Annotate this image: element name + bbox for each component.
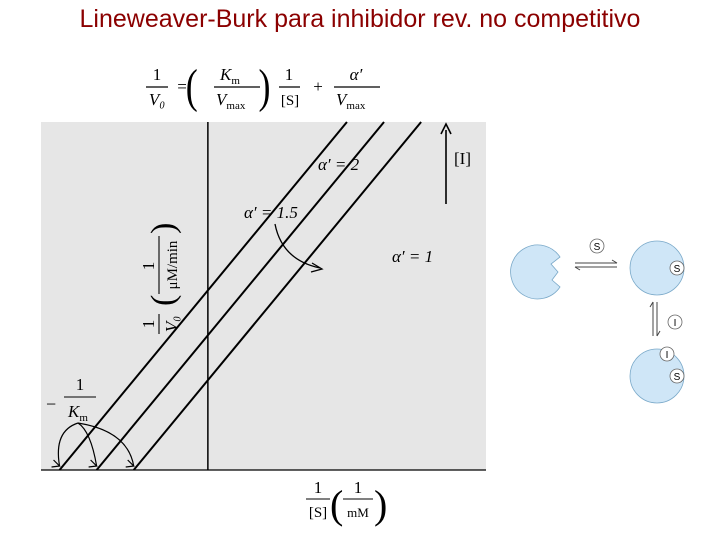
eq-km: Km bbox=[219, 65, 240, 87]
y-axis-label: 1 V₀ ( 1 μM/min ) bbox=[139, 223, 182, 334]
svg-text:[S]: [S] bbox=[309, 505, 327, 521]
svg-text:1: 1 bbox=[314, 478, 323, 497]
intercept-arrows bbox=[51, 422, 135, 468]
series-line-1 bbox=[58, 121, 348, 471]
svg-text:μM/min: μM/min bbox=[165, 240, 181, 289]
svg-text:S: S bbox=[674, 264, 681, 275]
series-line-3 bbox=[132, 121, 422, 471]
svg-text:(: ( bbox=[186, 60, 198, 113]
substrate-label: S bbox=[594, 242, 601, 253]
eq-one: 1 bbox=[285, 65, 294, 84]
svg-text:V₀: V₀ bbox=[162, 316, 181, 332]
series-label-alpha-1.5: α′ = 1.5 bbox=[244, 203, 298, 222]
svg-text:): ) bbox=[145, 223, 182, 234]
x-intercept-label: − 1 Km bbox=[46, 375, 96, 424]
bound-substrate-esi bbox=[669, 368, 685, 384]
svg-text:S: S bbox=[674, 372, 681, 383]
equation: 1 V₀ = ( Km Vmax ) 1 [S] + α′ Vmax bbox=[146, 60, 380, 113]
intercept-pointer-1 bbox=[57, 422, 79, 467]
intercept-pointer-3 bbox=[77, 422, 135, 467]
x-axis-label: 1 [S] ( 1 mM ) bbox=[306, 478, 387, 527]
svg-text:1: 1 bbox=[139, 262, 158, 271]
eq-lhs-den: V₀ bbox=[149, 90, 165, 109]
eq-s: [S] bbox=[281, 93, 299, 109]
lineweaver-burk-chart: [I] α′ = 2 α′ = 1.5 α′ = 1 1 V₀ ( 1 μM/m… bbox=[41, 121, 486, 527]
intercept-pointer-head-3 bbox=[125, 459, 135, 468]
slide-title: Lineweaver-Burk para inhibidor rev. no c… bbox=[79, 5, 641, 33]
eq-alpha: α′ bbox=[350, 65, 363, 84]
eq-lhs-num: 1 bbox=[153, 65, 162, 84]
substrate-molecule bbox=[589, 238, 605, 254]
svg-text:I: I bbox=[666, 350, 669, 361]
enzyme-inhibition-diagram: S S I I S bbox=[510, 238, 685, 404]
svg-text:(: ( bbox=[330, 482, 343, 527]
series-label-alpha-1: α′ = 1 bbox=[392, 247, 433, 266]
inhibitor-arrow-head bbox=[440, 122, 452, 135]
bound-substrate bbox=[669, 260, 685, 276]
svg-text:Km: Km bbox=[67, 402, 88, 424]
svg-text:): ) bbox=[259, 60, 271, 113]
plot-background bbox=[41, 122, 486, 470]
eq-vmax: Vmax bbox=[216, 90, 246, 112]
svg-text:1: 1 bbox=[139, 320, 158, 329]
svg-text:1: 1 bbox=[354, 478, 363, 497]
eq-equals: = bbox=[177, 77, 187, 96]
svg-text:): ) bbox=[374, 482, 387, 527]
svg-text:1: 1 bbox=[76, 375, 85, 394]
svg-text:−: − bbox=[46, 394, 56, 414]
inhibitor-label: [I] bbox=[454, 149, 471, 168]
series-label-alpha-2: α′ = 2 bbox=[318, 155, 360, 174]
intercept-pointer-head-1 bbox=[51, 459, 61, 468]
eq-vmax-2: Vmax bbox=[336, 90, 366, 112]
alpha-1.5-pointer bbox=[274, 223, 321, 269]
inhibitor-molecule bbox=[667, 314, 683, 330]
free-enzyme bbox=[510, 244, 561, 300]
alpha-1.5-pointer-head bbox=[310, 262, 324, 273]
series-line-2 bbox=[95, 121, 385, 471]
intercept-pointer-head-2 bbox=[88, 459, 98, 468]
svg-text:mM: mM bbox=[347, 505, 369, 520]
bound-inhibitor bbox=[659, 346, 675, 362]
svg-text:(: ( bbox=[145, 295, 182, 306]
inhibitor-text: I bbox=[674, 318, 677, 329]
intercept-pointer-2 bbox=[77, 422, 98, 467]
eq-plus: + bbox=[313, 77, 323, 96]
